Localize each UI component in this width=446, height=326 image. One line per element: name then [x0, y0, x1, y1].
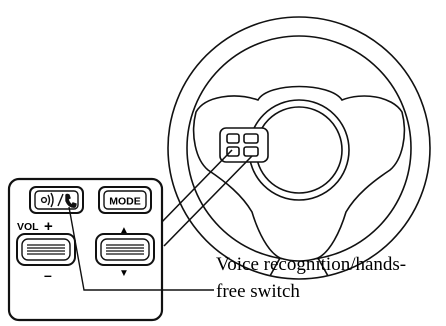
zoom-lines	[157, 149, 253, 247]
callout-label-line2: free switch	[216, 281, 300, 302]
wheel-centre-inner	[255, 106, 343, 194]
voice-handsfree-icon	[40, 192, 77, 208]
mode-button[interactable]: MODE	[98, 186, 152, 214]
switch-inset: MODE VOL + – ▲	[7, 177, 164, 322]
mode-label: MODE	[109, 196, 141, 208]
seek-rocker-icon	[106, 244, 144, 255]
vol-label: VOL	[17, 221, 39, 233]
wheel-switch-3	[226, 146, 240, 157]
vol-minus-sign: –	[44, 267, 52, 283]
wheel-switch-2	[243, 133, 259, 144]
seek-down-arrow: ▼	[119, 268, 129, 279]
volume-rocker[interactable]	[16, 233, 76, 266]
vol-plus-sign: +	[44, 218, 53, 235]
voice-handsfree-button[interactable]	[29, 186, 84, 214]
wheel-lower-spoke	[269, 257, 329, 277]
wheel-switch-panel	[219, 127, 269, 163]
callout-leader-line	[68, 206, 214, 291]
wheel-switch-1	[226, 133, 240, 144]
seek-rocker[interactable]	[95, 233, 155, 266]
callout-label-line1: Voice recognition/hands-	[216, 254, 406, 275]
volume-rocker-icon	[27, 244, 65, 255]
seek-up-arrow: ▲	[119, 225, 129, 236]
steering-wheel	[167, 16, 431, 280]
wheel-switch-4	[243, 146, 259, 157]
inset-frame	[7, 177, 164, 322]
